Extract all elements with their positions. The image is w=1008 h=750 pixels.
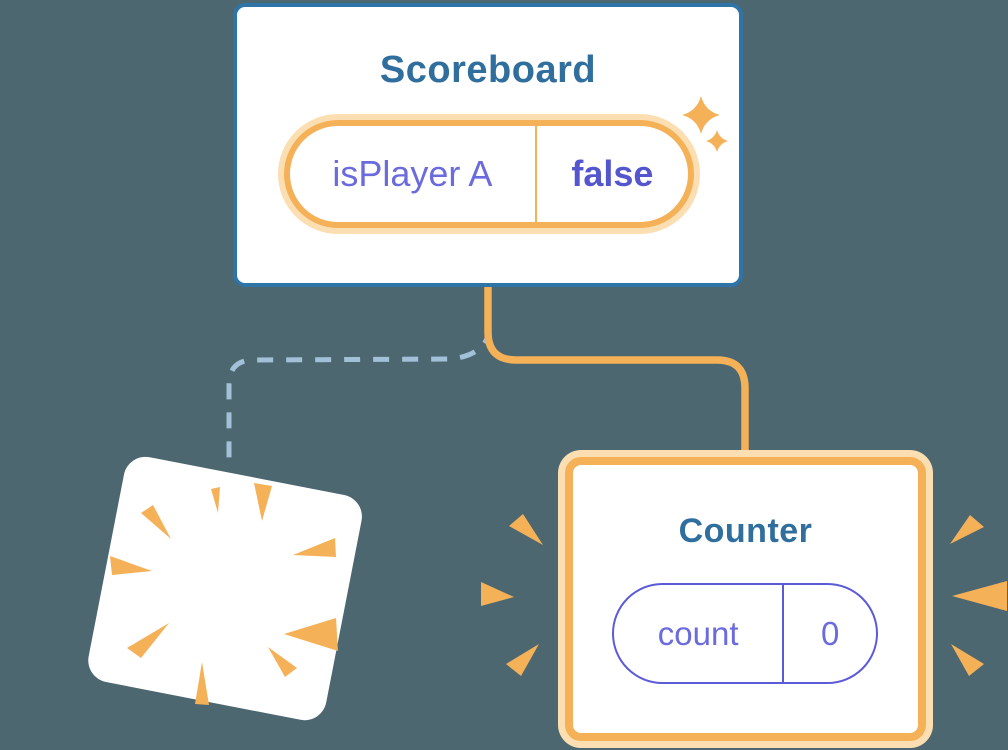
emphasis-mark xyxy=(952,581,1007,611)
counter-state-pill: count 0 xyxy=(612,583,878,684)
poof-spike xyxy=(110,556,152,575)
poof-spike xyxy=(211,487,220,513)
poof-spike xyxy=(284,618,338,651)
poof-spike xyxy=(141,505,171,539)
dashed-connector-line xyxy=(226,327,492,458)
emphasis-mark xyxy=(950,515,984,544)
emphasis-marks-right-icon xyxy=(950,515,1007,676)
scoreboard-state-name: isPlayer A xyxy=(290,126,537,222)
counter-state-name: count xyxy=(614,585,785,682)
poof-spike xyxy=(195,662,209,705)
emphasis-mark xyxy=(481,582,514,606)
counter-title: Counter xyxy=(678,512,813,550)
poof-spike xyxy=(293,538,336,557)
counter-component-box: Counter count 0 xyxy=(565,457,926,741)
poof-spike xyxy=(268,647,297,677)
emphasis-mark xyxy=(509,514,543,545)
sparkle-small xyxy=(706,130,728,152)
scoreboard-component-box: Scoreboard isPlayer A false xyxy=(233,3,743,287)
poof-spike xyxy=(254,483,272,521)
sparkle-large xyxy=(682,96,720,134)
counter-state-value: 0 xyxy=(820,614,840,652)
scoreboard-state-value: false xyxy=(571,153,654,194)
scoreboard-state-pill: isPlayer A false xyxy=(284,120,694,228)
poof-burst-icon xyxy=(88,456,362,721)
emphasis-mark xyxy=(506,644,539,676)
sparkles-icon xyxy=(682,96,728,152)
scoreboard-title: Scoreboard xyxy=(379,49,597,91)
emphasis-mark xyxy=(951,644,984,676)
poof-spike xyxy=(127,623,169,658)
destroyed-card xyxy=(88,456,362,721)
active-connector-line xyxy=(484,280,749,472)
emphasis-marks-left-icon xyxy=(481,514,543,676)
